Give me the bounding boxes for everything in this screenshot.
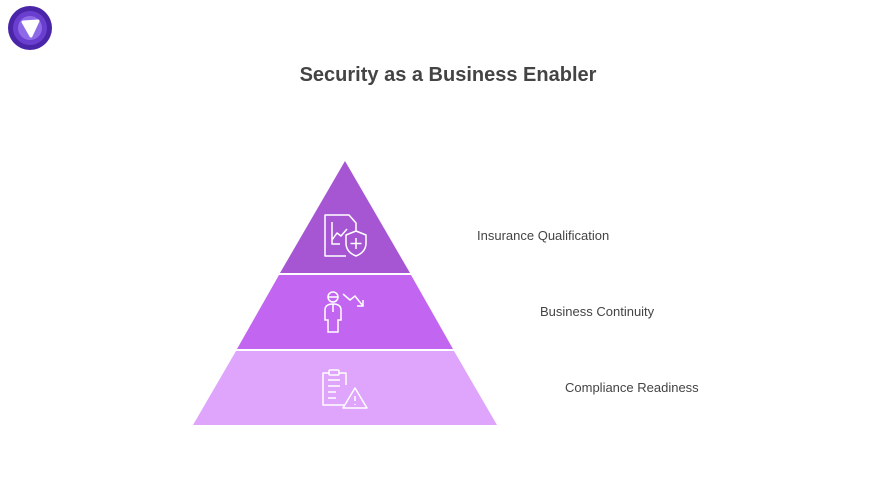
- tier-bottom: [193, 351, 497, 425]
- page-title: Security as a Business Enabler: [299, 64, 597, 86]
- tier-label-insurance-qualification: Insurance Qualification: [477, 228, 610, 243]
- clipboard-warning-icon: [322, 369, 368, 409]
- logo: [8, 6, 52, 50]
- tier-top: [280, 161, 410, 273]
- tier-label-compliance-readiness: Compliance Readiness: [565, 380, 699, 395]
- document-chart-shield-icon: [324, 214, 367, 257]
- tier-middle: [237, 275, 453, 349]
- person-trend-down-icon: [324, 291, 364, 333]
- tier-label-business-continuity: Business Continuity: [540, 304, 655, 319]
